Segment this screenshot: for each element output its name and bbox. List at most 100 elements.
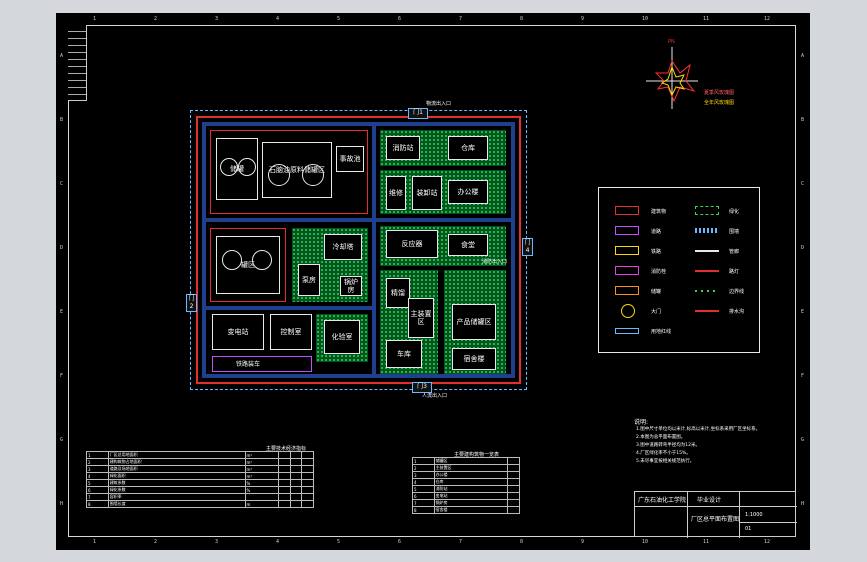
building-rail [212,356,312,372]
table-cell [277,451,291,459]
rail-label: 铁路装车 [236,361,261,368]
table-cell: 办公楼 [433,471,509,479]
col-number: 2 [154,539,158,545]
site-boundary [196,116,521,384]
building-reactor: 反应器 [386,230,438,258]
table-cell: m² [244,458,279,466]
row-letter: A [801,53,805,59]
title-block: 广东石油化工学院 毕业设计 厂区总平面布置图 1:1000 01 [634,491,797,538]
table-cell: 道路及场地面积 [107,465,246,473]
col-number: 7 [459,16,463,22]
table-cell [277,486,291,494]
tank-farm-area [210,130,368,214]
col-number: 12 [764,539,771,545]
building-distill: 精馏 [386,278,410,308]
legend-label: 排水沟 [729,309,745,315]
table-cell: m² [244,465,279,473]
table-cell [507,506,520,514]
col-number: 4 [276,16,280,22]
building-label: 控制室 [280,328,302,336]
table-cell: 锅炉房 [433,499,509,507]
legend-swatch [615,206,639,215]
row-letter: F [60,373,64,379]
wind-rose-icon [646,47,698,109]
table-cell: 厂区总用地面积 [107,451,246,459]
table-cell: 4 [412,478,435,486]
revision-grid [68,25,87,101]
legend-box: 建筑物 绿化 道路 围墙 铁路 管廊 消防栓 路灯 储罐 边界线 大门 排水沟 … [598,187,760,353]
road [202,122,515,126]
table-cell [507,499,520,507]
entrance-label: 人流出入口 [422,393,448,399]
title-sheet-no: 01 [745,526,752,532]
col-number: 9 [581,16,585,22]
table-cell [301,500,314,508]
table-cell [289,451,303,459]
table-cell: 建构筑物占地面积 [107,458,246,466]
table-cell [507,464,520,472]
wind-legend-item: 全年风玫瑰图 [704,100,735,106]
building-label: 装卸站 [416,189,438,197]
table-cell [277,479,291,487]
table-right-title: 主要建构筑物一览表 [454,452,500,458]
row-letter: E [60,309,64,315]
building-boiler: 锅炉房 [340,276,362,296]
row-letter: C [60,181,64,187]
gate-3: 门3 [412,382,432,393]
road [511,122,515,378]
table-cell [507,457,520,465]
tank [268,164,290,186]
table-cell [244,493,279,501]
col-number: 2 [154,16,158,22]
tank [252,250,272,270]
building-label: 泵房 [302,276,316,284]
legend-label: 储罐 [651,289,662,295]
building-garage: 车库 [386,340,422,368]
row-letter: F [801,373,805,379]
building-canteen: 食堂 [448,234,488,256]
table-cell: 建筑系数 [107,479,246,487]
table-cell: 5 [86,479,109,487]
col-number: 10 [642,539,649,545]
table-cell [289,479,303,487]
legend-swatch [695,228,719,233]
building-admin: 办公楼 [448,180,488,204]
building-dorm: 宿舍楼 [452,348,496,370]
row-letter: D [801,245,805,251]
table-cell: 宿舍楼 [433,506,509,514]
site-plan: 储罐 石脑油原料储罐区 事故池 罐区 冷却塔 泵房 锅炉房 变电站 控制室 化验… [186,101,533,399]
building-workshop: 主装置区 [408,298,434,338]
row-letter: A [60,53,64,59]
legend-swatch [695,290,719,292]
legend-label: 围墙 [729,229,740,235]
title-project: 毕业设计 [697,497,722,504]
table-cell [289,472,303,480]
table-cell [277,465,291,473]
gate-1: 门1 [408,108,428,119]
building-label: 精馏 [391,289,405,297]
col-number: 5 [337,16,341,22]
row-letter: H [801,501,805,507]
table-cell: 3 [412,471,435,479]
building-product-store-right: 产品储罐区 [452,304,496,340]
table-cell [289,493,303,501]
building-label: 产品储罐区 [456,318,492,326]
table-cell: 1 [412,457,435,465]
table-cell [289,458,303,466]
tank [302,164,324,186]
table-cell: 8 [412,506,435,514]
table-cell [301,465,314,473]
building-label: 车库 [397,350,411,358]
building-label: 化验室 [331,333,353,341]
building-pump: 泵房 [298,264,320,296]
col-number: 5 [337,539,341,545]
row-letter: G [801,437,805,443]
